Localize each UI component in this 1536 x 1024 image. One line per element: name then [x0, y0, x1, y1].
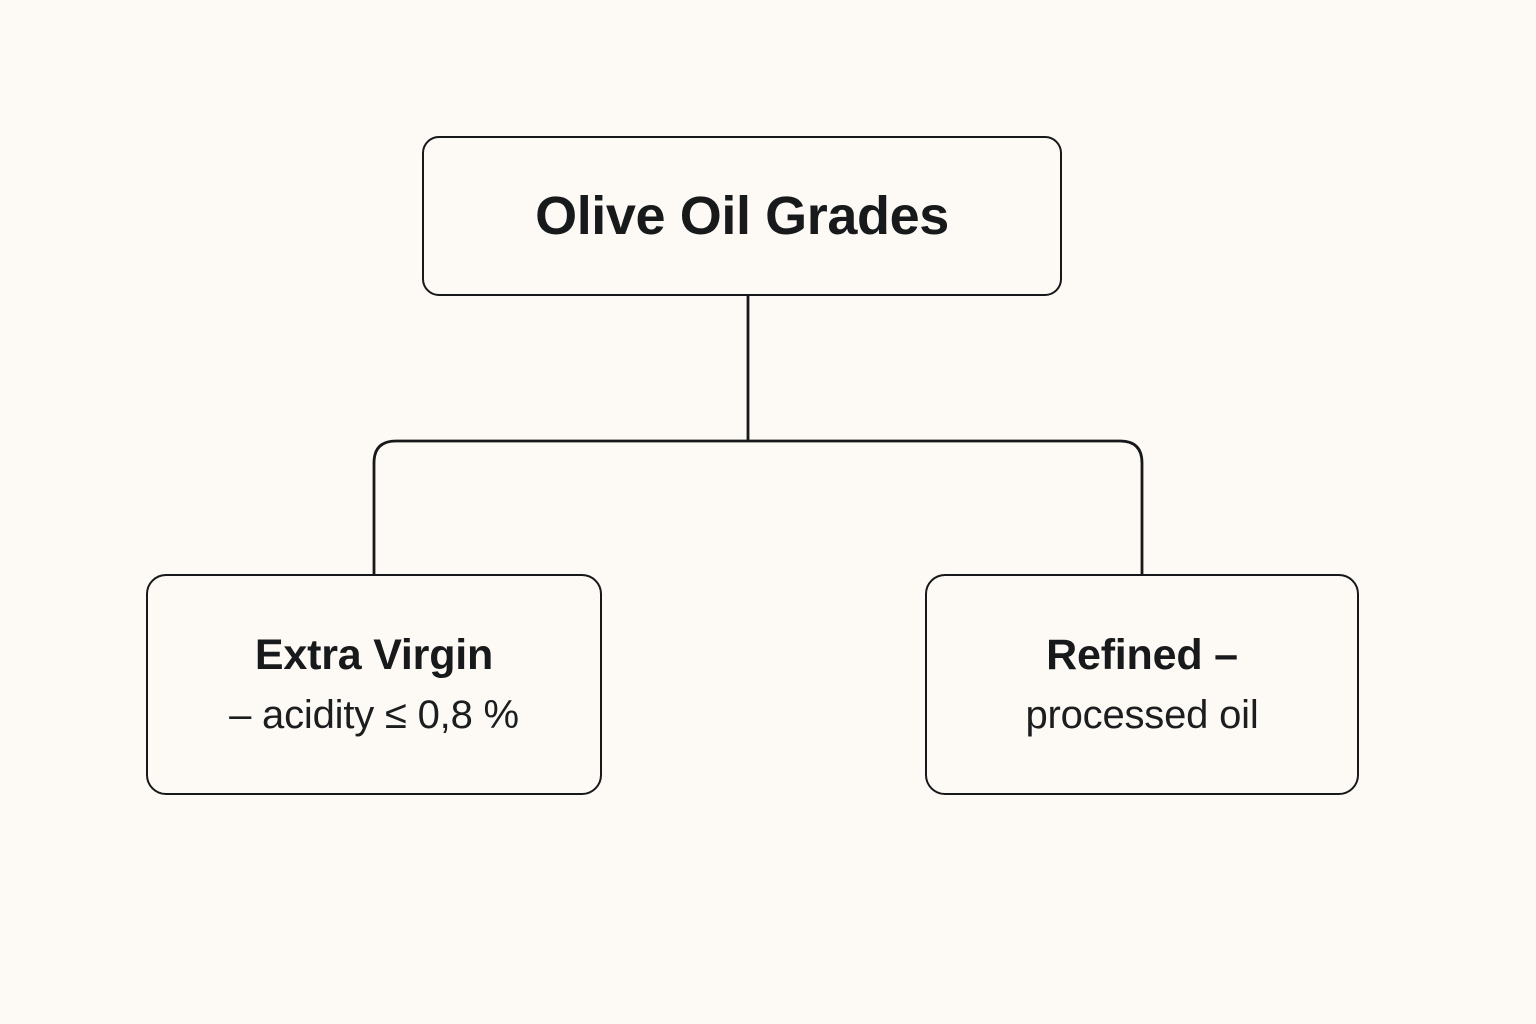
node-extra-virgin-subtitle: – acidity ≤ 0,8 % — [229, 692, 519, 737]
node-root-title: Olive Oil Grades — [535, 185, 949, 246]
node-refined-title: Refined – — [1046, 631, 1238, 680]
node-extra-virgin[interactable]: Extra Virgin – acidity ≤ 0,8 % — [146, 574, 602, 795]
node-extra-virgin-title: Extra Virgin — [254, 631, 494, 680]
edge-root-to-extra-virgin — [372, 439, 748, 574]
node-refined[interactable]: Refined – processed oil — [925, 574, 1359, 795]
node-refined-subtitle: processed oil — [1025, 692, 1259, 737]
edge-root-to-refined — [748, 439, 1144, 574]
node-olive-oil-grades[interactable]: Olive Oil Grades — [422, 136, 1062, 296]
